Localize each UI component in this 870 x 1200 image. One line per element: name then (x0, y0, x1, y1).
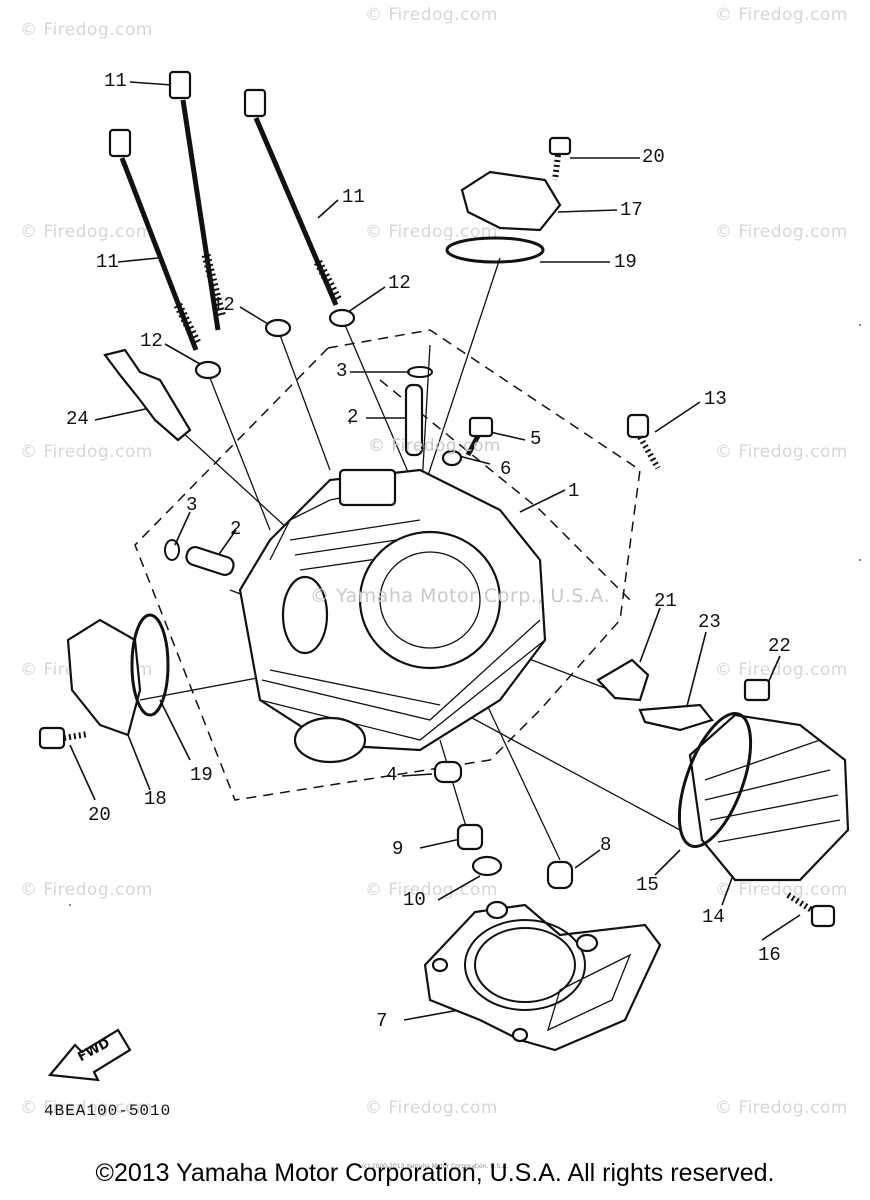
callout-4: 4 (386, 764, 398, 786)
bracket (638, 703, 714, 732)
callout-1: 1 (568, 480, 580, 502)
callout-24: 24 (66, 408, 89, 430)
washer (264, 318, 292, 338)
bolt (786, 892, 836, 928)
callout-8: 8 (600, 834, 612, 856)
watermark: © Firedog.com (715, 5, 848, 25)
bolt (465, 416, 494, 457)
valve-guide (404, 383, 424, 457)
callout-22: 22 (768, 635, 791, 657)
callout-19: 19 (190, 764, 213, 786)
watermark: © Firedog.com (715, 660, 848, 680)
bolt (743, 678, 771, 702)
callout-6: 6 (500, 458, 512, 480)
screw (38, 726, 89, 750)
callout-12: 12 (388, 272, 411, 294)
copyright-overlay: © Yamaha Motor Corp., U.S.A. (310, 585, 611, 607)
o-ring (130, 613, 170, 717)
o-ring (471, 855, 503, 877)
o-ring (677, 712, 753, 848)
watermark: © Firedog.com (365, 1098, 498, 1118)
callout-12: 12 (140, 330, 163, 352)
valve-guide (185, 546, 235, 576)
circlip (164, 539, 180, 561)
callout-13: 13 (704, 388, 727, 410)
seal (433, 760, 463, 784)
callout-9: 9 (392, 838, 404, 860)
tiny-copyright: (c) 2000-2013 Yamaha Motor Corporation, … (361, 1163, 509, 1170)
callout-3: 3 (336, 360, 348, 382)
spark-plug (103, 348, 192, 442)
assembly-outline (134, 329, 641, 801)
watermark: © Firedog.com (368, 436, 501, 456)
dowel-pin (456, 823, 484, 851)
callout-10: 10 (403, 889, 426, 911)
head-bolt (243, 88, 342, 306)
screw (548, 136, 572, 181)
callout-11: 11 (96, 251, 119, 273)
tappet-cover (688, 713, 850, 882)
o-ring (445, 236, 545, 264)
callout-21: 21 (654, 590, 677, 612)
watermark: © Firedog.com (365, 222, 498, 242)
watermark: © Firedog.com (20, 20, 153, 40)
watermark: © Firedog.com (20, 880, 153, 900)
callout-5: 5 (530, 428, 542, 450)
callout-20: 20 (88, 804, 111, 826)
dowel-pin (546, 860, 574, 890)
callout-20: 20 (642, 146, 665, 168)
callout-12: 12 (212, 294, 235, 316)
cylinder-head (238, 468, 547, 764)
callout-14: 14 (702, 906, 725, 928)
callout-2: 2 (347, 406, 359, 428)
side-cover (66, 618, 142, 737)
washer (328, 308, 356, 328)
callout-15: 15 (636, 874, 659, 896)
watermark: © Firedog.com (715, 442, 848, 462)
watermark: © Firedog.com (20, 442, 153, 462)
watermark: © Firedog.com (20, 222, 153, 242)
copyright-footer: ©2013 Yamaha Motor Corporation, U.S.A. A… (95, 1159, 775, 1187)
washer (194, 360, 222, 380)
cover-cap (460, 170, 562, 232)
callout-3: 3 (186, 494, 198, 516)
watermark: © Firedog.com (715, 1098, 848, 1118)
fwd-arrow (47, 1028, 132, 1082)
watermark: © Firedog.com (20, 1098, 153, 1118)
head-gasket (423, 900, 662, 1052)
callout-17: 17 (620, 199, 643, 221)
watermark: © Firedog.com (715, 222, 848, 242)
callout-7: 7 (376, 1010, 388, 1032)
callout-11: 11 (104, 70, 127, 92)
callout-2: 2 (230, 518, 242, 540)
callout-23: 23 (698, 611, 721, 633)
guide-plate (596, 658, 650, 702)
head-bolt (108, 128, 203, 351)
callout-19: 19 (614, 251, 637, 273)
circlip (407, 366, 433, 378)
watermark: © Firedog.com (365, 5, 498, 25)
watermark: © Firedog.com (715, 880, 848, 900)
callout-18: 18 (144, 788, 167, 810)
head-outline (379, 379, 631, 601)
callout-16: 16 (758, 944, 781, 966)
washer (441, 449, 463, 467)
callout-11: 11 (342, 186, 365, 208)
head-bolt (168, 70, 227, 331)
diagram-code: 4BEA100-5010 (44, 1102, 172, 1120)
bolt (626, 413, 661, 470)
